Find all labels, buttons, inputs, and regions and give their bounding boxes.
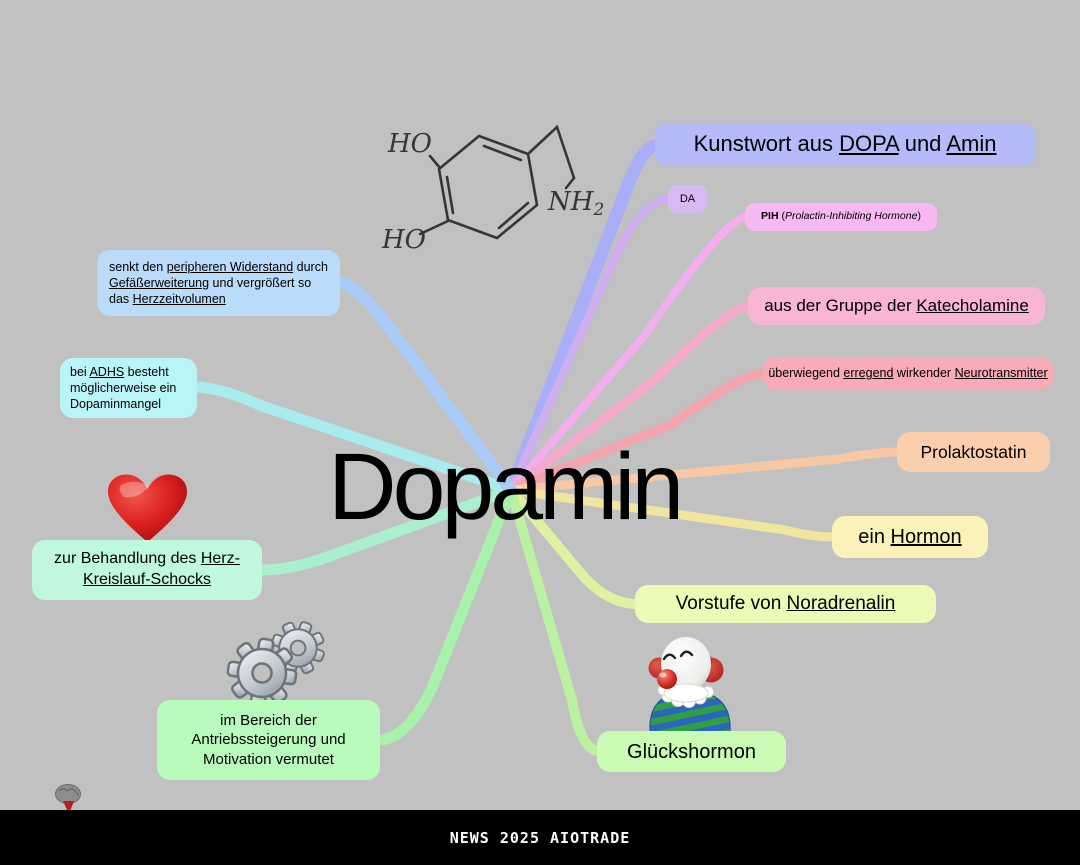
node-label: Vorstufe von Noradrenalin <box>676 592 896 617</box>
link-text[interactable]: Herz-Kreislauf-Schocks <box>82 550 240 588</box>
link-text[interactable]: Noradrenalin <box>786 592 896 614</box>
link-text[interactable]: ADHS <box>89 364 125 379</box>
node-gruppe-der-katecholamine[interactable]: aus der Gruppe der Katecholamine <box>748 287 1045 325</box>
clown-icon <box>648 637 731 733</box>
text-segment: Prolaktostatin <box>920 441 1027 462</box>
mindmap-canvas: HO HO NH2 <box>55 124 904 810</box>
connector-behandlung <box>254 484 517 576</box>
node-da[interactable]: DA <box>668 185 707 213</box>
text-segment: PIH <box>761 210 779 223</box>
connector-prolaktostatin <box>506 447 904 495</box>
ho-top-label: HO <box>387 129 432 159</box>
node-label: bei ADHS besteht möglicherweise ein Dopa… <box>70 364 187 413</box>
connector-bereich <box>372 484 517 746</box>
ho-bottom-label: HO <box>381 225 426 255</box>
node-label: Kunstwort aus DOPA und Amin <box>694 130 997 159</box>
node-label: zur Behandlung des Herz-Kreislauf-Schock… <box>40 549 254 591</box>
text-segment: aus der Gruppe der <box>764 295 917 315</box>
dopamine-structure-illustration: HO HO NH2 <box>381 124 604 255</box>
central-topic[interactable]: Dopamin <box>328 434 684 540</box>
connector-katecholamine <box>506 301 755 495</box>
link-text[interactable]: Amin <box>946 131 997 157</box>
text-segment: ) <box>917 210 921 223</box>
node-herz-kreislauf-schock-behandlung[interactable]: zur Behandlung des Herz-Kreislauf-Schock… <box>32 540 262 600</box>
node-label: Prolaktostatin <box>920 441 1026 464</box>
node-label: DA <box>680 192 695 206</box>
amine-label: NH2 <box>547 187 604 220</box>
connector-da <box>507 195 674 494</box>
footer-bar: NEWS 2025 AIOTRADE <box>0 810 1080 865</box>
connector-neurotransmitter <box>506 368 770 495</box>
node-erregender-neurotransmitter[interactable]: überwiegend erregend wirkender Neurotran… <box>763 357 1053 390</box>
text-segment: bei <box>70 364 90 379</box>
connector-senkt <box>332 276 517 496</box>
text-segment: senkt den <box>109 259 167 274</box>
node-label: aus der Gruppe der Katecholamine <box>764 295 1029 317</box>
text-segment: Vorstufe von <box>675 592 787 614</box>
text-segment: besteht möglicherweise ein Dopaminmangel <box>70 364 177 412</box>
text-segment: ( <box>778 210 785 223</box>
connector-pih <box>507 213 751 494</box>
node-senkt-peripheren-widerstand[interactable]: senkt den peripheren Widerstand durch Ge… <box>97 250 340 316</box>
node-kunstwort-aus-dopa-und-amin[interactable]: Kunstwort aus DOPA und Amin <box>655 123 1035 166</box>
brain-icon <box>55 784 81 810</box>
link-text[interactable]: peripheren Widerstand <box>166 259 294 274</box>
node-label: überwiegend erregend wirkender Neurotran… <box>768 365 1047 381</box>
text-segment: und <box>898 131 947 157</box>
text-segment: ein <box>858 526 891 548</box>
link-text[interactable]: Hormon <box>890 526 962 548</box>
connector-vorstufe <box>506 485 642 609</box>
connectors <box>189 139 904 756</box>
link-text[interactable]: Katecholamine <box>916 295 1029 315</box>
node-label: senkt den peripheren Widerstand durch Ge… <box>109 259 328 308</box>
text-segment: zur Behandlung des <box>54 550 201 568</box>
heart-icon <box>108 474 187 542</box>
connector-hormon <box>506 485 839 542</box>
node-label: Glückshormon <box>627 739 756 765</box>
node-vorstufe-von-noradrenalin[interactable]: Vorstufe von Noradrenalin <box>635 585 936 623</box>
link-text[interactable]: Herzzeitvolumen <box>132 292 226 307</box>
text-segment: Glückshormon <box>627 740 756 763</box>
text-segment: im Bereich der Antriebssteigerung und Mo… <box>191 711 346 768</box>
node-adhs-dopaminmangel[interactable]: bei ADHS besteht möglicherweise ein Dopa… <box>60 358 197 418</box>
node-label: im Bereich der Antriebssteigerung und Mo… <box>167 711 370 770</box>
node-glueckshormon[interactable]: Glückshormon <box>597 731 786 772</box>
footer-text: NEWS 2025 AIOTRADE <box>449 828 631 847</box>
text-segment: Prolactin-Inhibiting Hormone <box>784 210 918 223</box>
node-label: ein Hormon <box>858 524 961 550</box>
link-text[interactable]: Gefäßerweiterung <box>109 275 210 290</box>
text-segment: Kunstwort aus <box>693 131 840 157</box>
node-prolaktostatin[interactable]: Prolaktostatin <box>897 432 1050 472</box>
text-segment: und vergrößert so das <box>109 275 312 307</box>
node-ein-hormon[interactable]: ein Hormon <box>832 516 988 558</box>
text-segment: überwiegend <box>768 366 844 381</box>
text-segment: DA <box>679 192 696 205</box>
connector-adhs <box>189 381 517 496</box>
text-segment: durch <box>293 259 328 274</box>
connector-kunstwort <box>504 139 664 497</box>
node-pih-prolactin-inhibiting-hormone[interactable]: PIH (Prolactin-Inhibiting Hormone) <box>745 203 937 231</box>
text-segment: wirkender <box>893 366 955 381</box>
gears-icon <box>226 621 325 709</box>
link-text[interactable]: Neurotransmitter <box>954 366 1048 381</box>
node-antriebssteigerung-motivation[interactable]: im Bereich der Antriebssteigerung und Mo… <box>157 700 380 780</box>
node-label: PIH (Prolactin-Inhibiting Hormone) <box>761 210 921 224</box>
connector-glueckshormon <box>506 485 604 756</box>
link-text[interactable]: DOPA <box>839 131 899 157</box>
link-text[interactable]: erregend <box>843 366 894 381</box>
